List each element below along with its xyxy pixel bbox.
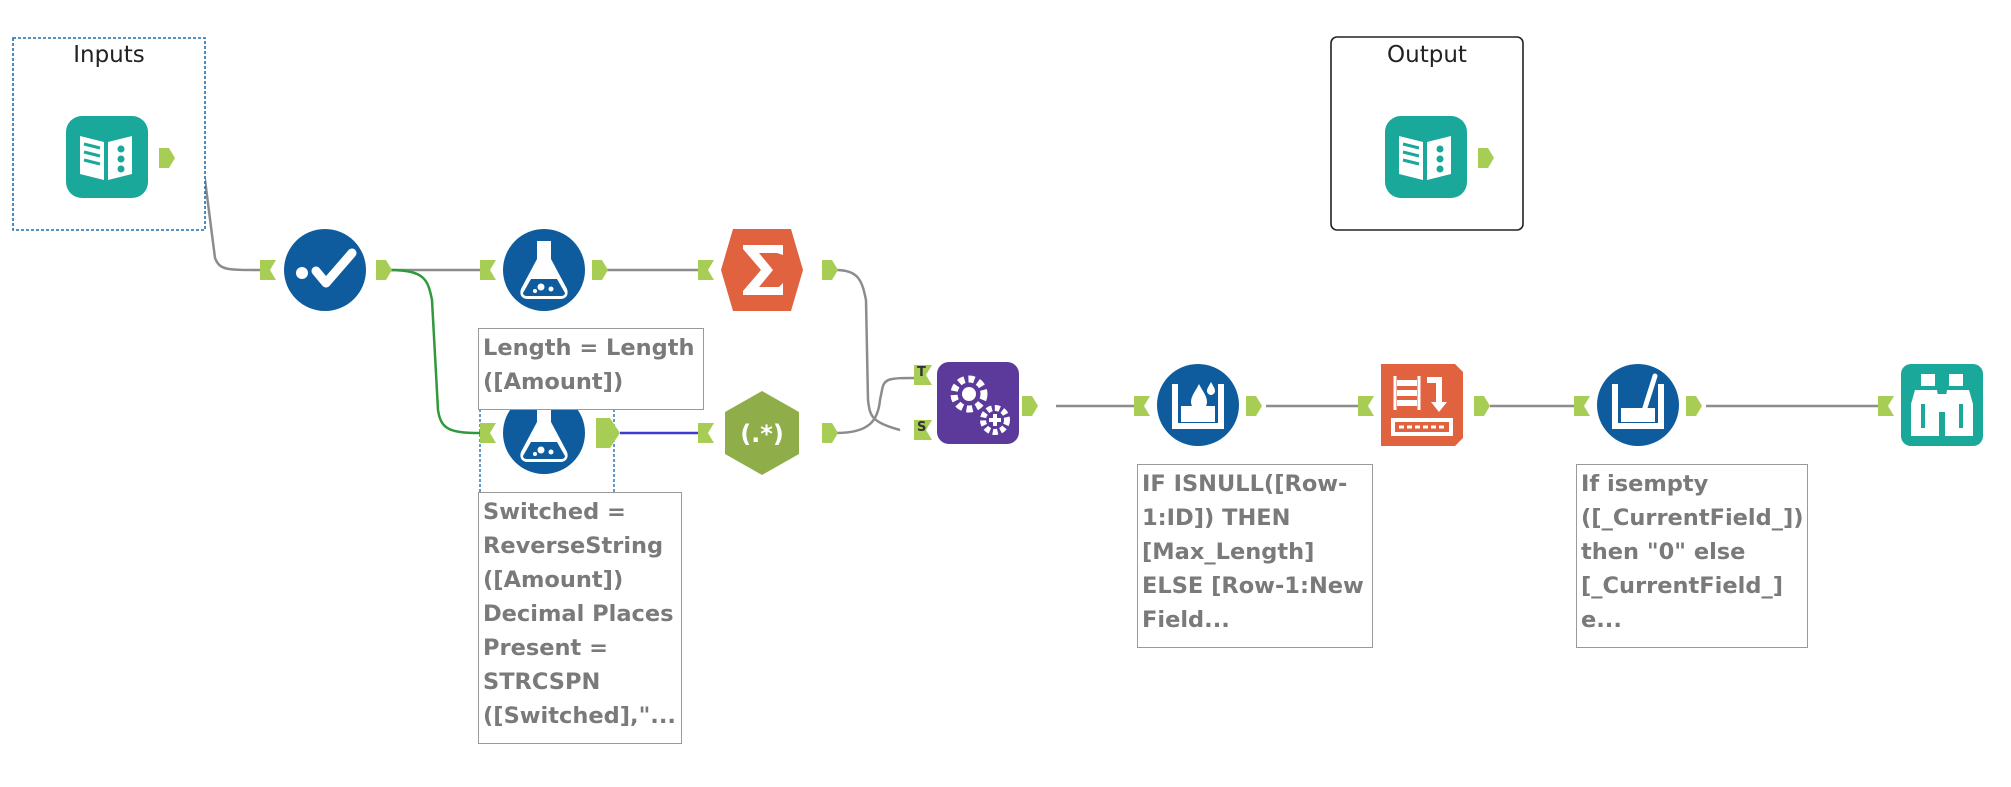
sigma-icon [721,229,803,311]
multi-field-formula-annotation: If isempty ([_CurrentField_]) then "0" e… [1576,464,1808,648]
regex-output-anchor[interactable] [820,421,840,445]
multi-field-formula-icon [1597,364,1679,446]
sort-output-anchor[interactable] [1472,394,1492,418]
formula-mid-annotation-top: Length = Length ([Amount]) [478,328,704,410]
multi-field-formula-tool[interactable] [1595,362,1681,448]
connection-summarize-to-append-target[interactable] [835,268,901,432]
select-tool[interactable] [282,227,368,313]
formula-top-output-anchor[interactable] [590,258,610,282]
regex-input-anchor[interactable] [696,421,716,445]
select-output-anchor[interactable] [374,258,394,282]
formula-mid-tool[interactable] [501,390,587,476]
formula-mid-annotation-bottom: Switched = ReverseString ([Amount]) Deci… [478,492,682,744]
append-target-label: T [917,365,926,380]
output-container-header: Output [1331,42,1523,72]
multifield-input-anchor[interactable] [1572,394,1592,418]
output-data-tool[interactable] [1383,114,1469,200]
regex-label: (.*) [740,420,784,448]
append-source-anchor[interactable]: S [912,418,934,442]
input-data-tool[interactable] [64,114,150,200]
formula-mid-input-anchor[interactable] [478,421,498,445]
multirow-output-anchor[interactable] [1244,394,1264,418]
inputs-container-title: Inputs [73,42,145,68]
gears-icon [937,362,1019,444]
sort-icon [1381,364,1463,446]
browse-tool[interactable] [1899,362,1985,448]
checkmark-icon [284,229,366,311]
summarize-output-anchor[interactable] [820,258,840,282]
sort-input-anchor[interactable] [1356,394,1376,418]
connection-regex-to-append-source[interactable] [835,376,917,435]
multi-row-formula-icon [1157,364,1239,446]
regex-tool[interactable]: (.*) [719,390,805,476]
output-container-title: Output [1387,42,1467,68]
multi-row-formula-tool[interactable] [1155,362,1241,448]
connection-select-to-formula-mid[interactable] [389,268,483,435]
input-book-icon [66,116,148,198]
output-data-output-anchor[interactable] [1476,146,1496,170]
summarize-input-anchor[interactable] [696,258,716,282]
formula-flask-icon [503,229,585,311]
append-fields-tool[interactable] [935,360,1021,446]
select-input-anchor[interactable] [258,258,278,282]
binoculars-icon [1901,364,1983,446]
append-source-label: S [917,420,927,435]
browse-input-anchor[interactable] [1876,394,1896,418]
formula-top-input-anchor[interactable] [478,258,498,282]
append-target-anchor[interactable]: T [912,363,934,387]
formula-mid-output-anchor[interactable] [594,416,622,450]
multirow-input-anchor[interactable] [1132,394,1152,418]
regex-icon: (.*) [725,391,799,475]
summarize-tool[interactable] [719,227,805,313]
multifield-output-anchor[interactable] [1684,394,1704,418]
append-output-anchor[interactable] [1020,394,1040,418]
inputs-container-header: Inputs [13,42,205,72]
connections [173,156,1880,435]
sort-tool[interactable] [1379,362,1465,448]
formula-top-tool[interactable] [501,227,587,313]
formula-flask-icon [503,392,585,474]
input-book-icon [1385,116,1467,198]
input-data-output-anchor[interactable] [157,146,177,170]
multi-row-formula-annotation: IF ISNULL([Row- 1:ID]) THEN [Max_Length]… [1137,464,1373,648]
